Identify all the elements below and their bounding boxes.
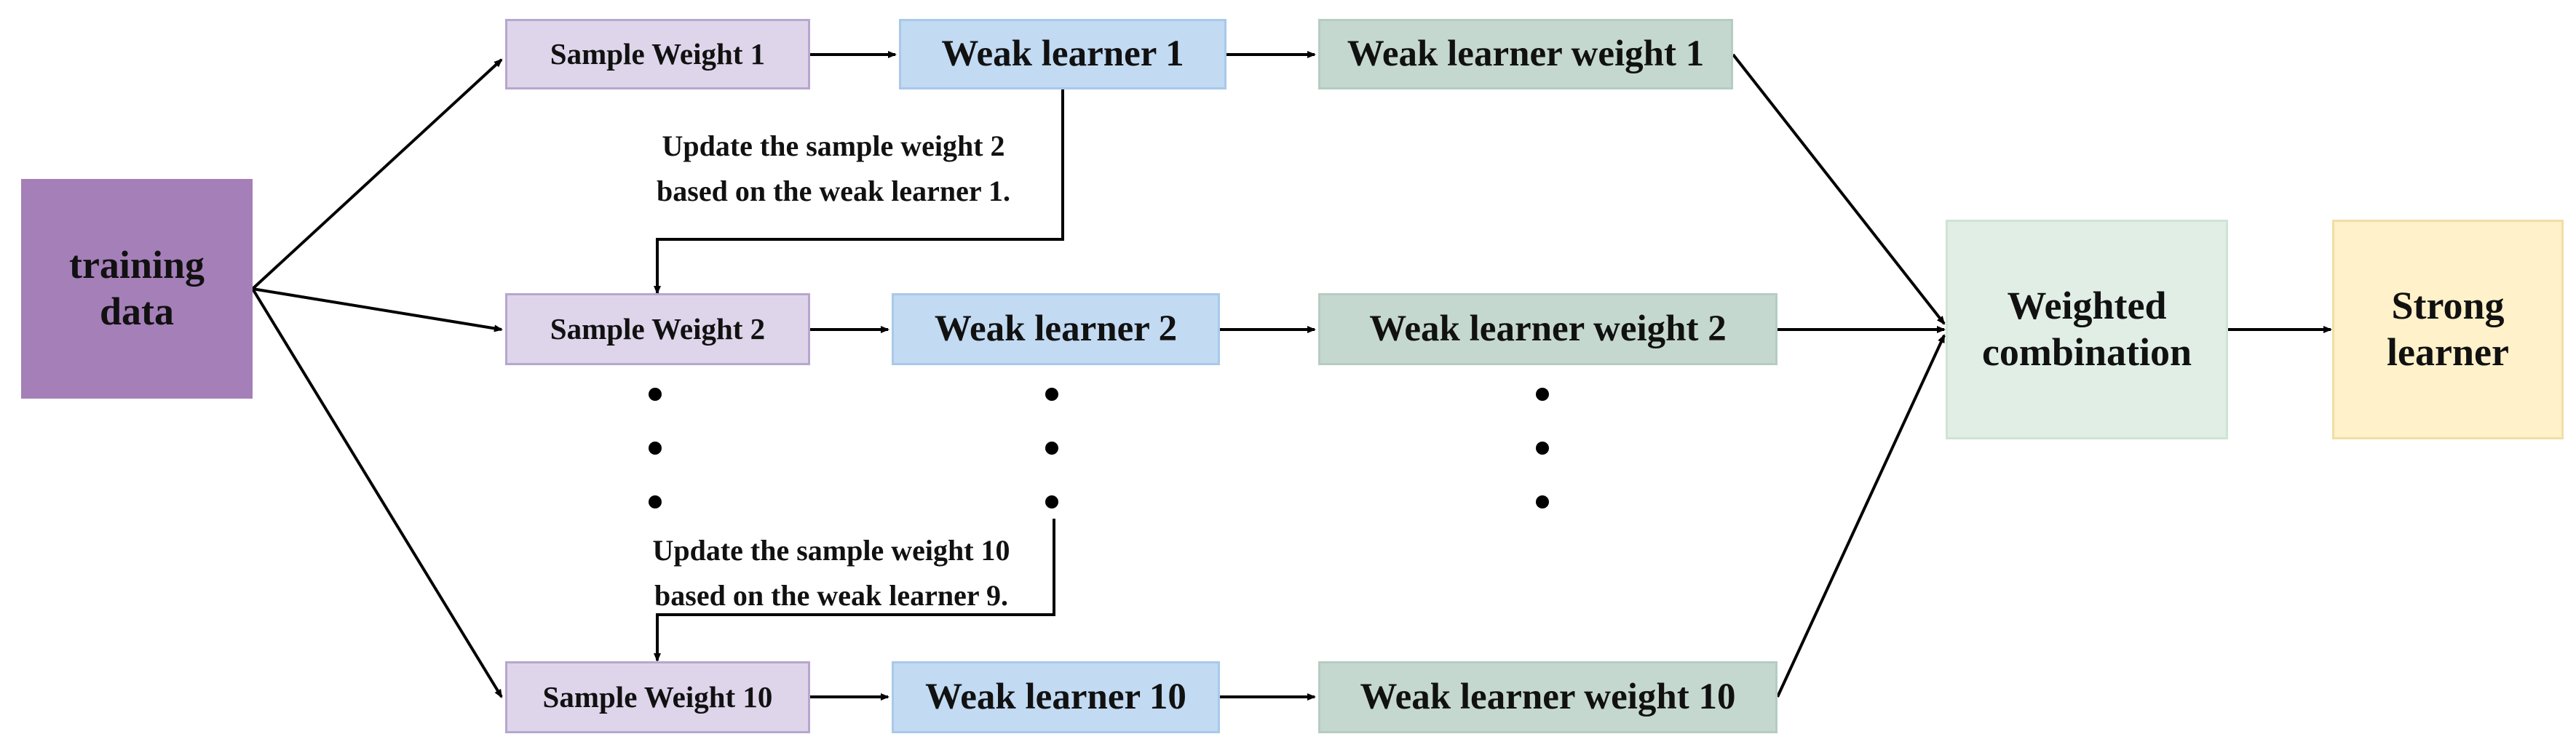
weighted-combination-label: Weighted combination xyxy=(1981,284,2192,374)
update-note-1-line-2: based on the weak learner 1. xyxy=(657,175,1010,207)
sample-weight-10-label: Sample Weight 10 xyxy=(542,680,773,714)
weak-learner-1-box: Weak learner 1 xyxy=(899,19,1226,89)
weak-learner-10-label: Weak learner 10 xyxy=(925,677,1186,718)
weak-learner-1-label: Weak learner 1 xyxy=(941,33,1184,75)
learner-weight-2-label: Weak learner weight 2 xyxy=(1369,308,1727,350)
ellipsis-dot xyxy=(649,388,662,401)
ellipsis-dot xyxy=(1536,442,1549,455)
ellipsis-dot xyxy=(1045,495,1058,508)
weak-learner-2-label: Weak learner 2 xyxy=(934,308,1178,350)
update-note-2: Update the sample weight 10 based on the… xyxy=(598,528,1064,618)
update-note-2-line-2: based on the weak learner 9. xyxy=(654,579,1008,612)
arrow-training-to-sample-2 xyxy=(252,287,503,332)
update-note-1-line-1: Update the sample weight 2 xyxy=(662,129,1005,162)
ellipsis-dot xyxy=(1045,442,1058,455)
arrow-update-weight-2 xyxy=(654,89,1064,295)
arrow-update-weight-10 xyxy=(654,519,1055,662)
update-note-1: Update the sample weight 2 based on the … xyxy=(601,124,1066,214)
training-data-box: training data xyxy=(21,179,253,399)
learner-weight-2-box: Weak learner weight 2 xyxy=(1318,293,1778,365)
arrow-training-to-sample-10 xyxy=(251,287,503,698)
sample-weight-2-box: Sample Weight 2 xyxy=(505,293,810,365)
strong-learner-label: Strong learner xyxy=(2387,284,2509,374)
sample-weight-1-label: Sample Weight 1 xyxy=(550,37,766,71)
sample-weight-1-box: Sample Weight 1 xyxy=(505,19,810,89)
ellipsis-dot xyxy=(1536,388,1549,401)
learner-weight-10-label: Weak learner weight 10 xyxy=(1360,677,1736,718)
weak-learner-10-box: Weak learner 10 xyxy=(892,661,1220,733)
weighted-combination-box: Weighted combination xyxy=(1946,220,2228,439)
arrow-weight-10-to-combination xyxy=(1776,334,1946,698)
ellipsis-dot xyxy=(649,495,662,508)
training-data-label: training data xyxy=(68,243,205,333)
arrow-weight-1-to-combination xyxy=(1732,53,1946,325)
learner-weight-1-box: Weak learner weight 1 xyxy=(1318,19,1733,89)
learner-weight-10-box: Weak learner weight 10 xyxy=(1318,661,1778,733)
update-note-2-line-1: Update the sample weight 10 xyxy=(652,534,1010,567)
sample-weight-2-label: Sample Weight 2 xyxy=(550,312,766,346)
weak-learner-2-box: Weak learner 2 xyxy=(892,293,1220,365)
ellipsis-dot xyxy=(1536,495,1549,508)
learner-weight-1-label: Weak learner weight 1 xyxy=(1347,33,1705,75)
sample-weight-10-box: Sample Weight 10 xyxy=(505,661,810,733)
ellipsis-dot xyxy=(649,442,662,455)
strong-learner-box: Strong learner xyxy=(2332,220,2564,439)
arrow-training-to-sample-1 xyxy=(251,58,503,290)
ellipsis-dot xyxy=(1045,388,1058,401)
